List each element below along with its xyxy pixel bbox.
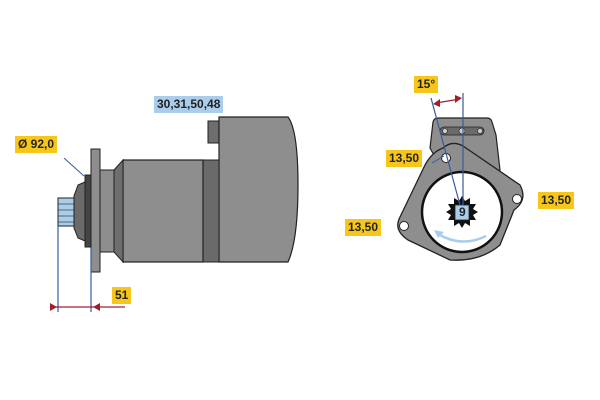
front-view bbox=[397, 93, 524, 261]
hole-label-left: 13,50 bbox=[345, 219, 382, 236]
teeth-count: 9 bbox=[459, 205, 466, 219]
diameter-label: Ø 92,0 bbox=[15, 136, 58, 153]
side-view bbox=[50, 116, 299, 312]
angle-label: 15° bbox=[414, 76, 439, 93]
length-label: 51 bbox=[112, 287, 132, 304]
hole-label-right: 13,50 bbox=[538, 192, 575, 209]
hole-label-top: 13,50 bbox=[386, 150, 423, 167]
terminal-numbers-label: 30,31,50,48 bbox=[154, 96, 224, 113]
